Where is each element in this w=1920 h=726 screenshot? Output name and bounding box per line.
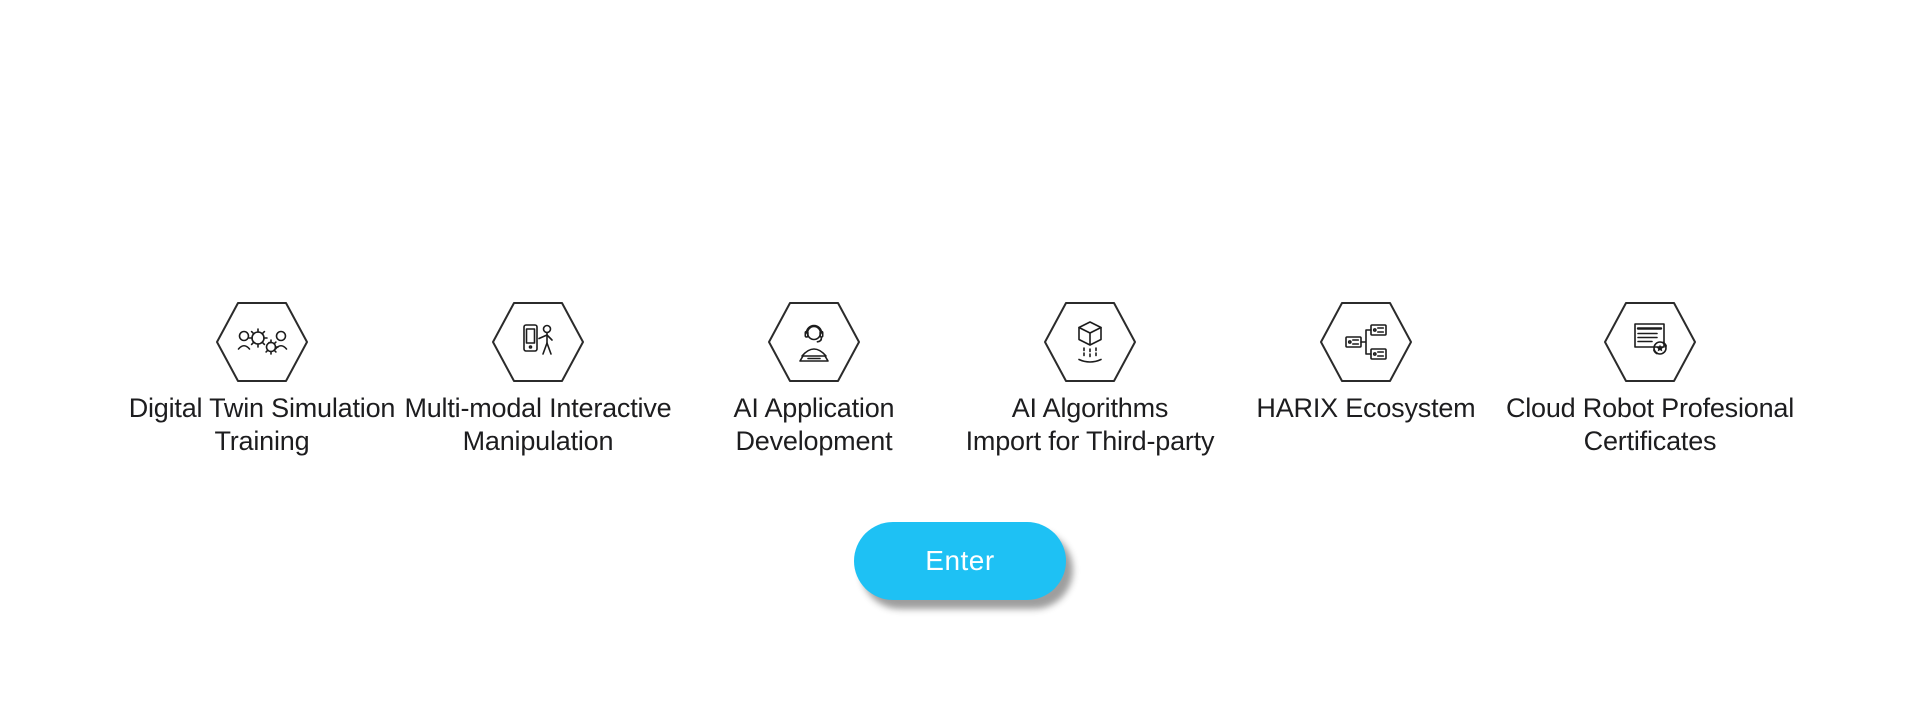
feature-label-line: HARIX Ecosystem	[1256, 393, 1476, 423]
multimodal-manipulation-icon	[491, 302, 584, 382]
digital-twin-icon	[215, 302, 308, 382]
feature-label-line: Manipulation	[462, 426, 614, 456]
feature-label-line: Development	[735, 426, 893, 456]
feature-label: Digital Twin Simulation Training	[129, 392, 396, 458]
enter-button[interactable]: Enter	[854, 522, 1066, 600]
feature-label-line: Import for Third-party	[965, 426, 1215, 456]
algorithm-import-icon	[1043, 302, 1136, 382]
feature-label-line: Training	[214, 426, 310, 456]
feature-digital-twin-simulation-training: Digital Twin Simulation Training	[126, 300, 398, 458]
ai-app-development-icon	[767, 302, 860, 382]
feature-label: Multi-modal Interactive Manipulation	[404, 392, 671, 458]
feature-ai-application-development: AI Application Development	[678, 300, 950, 458]
features-row: Digital Twin Simulation Training Mul	[126, 300, 1794, 458]
certificate-icon	[1603, 302, 1696, 382]
feature-label-line: AI Application	[733, 393, 895, 423]
feature-label: HARIX Ecosystem	[1256, 392, 1475, 425]
feature-label: AI Algorithms Import for Third-party	[966, 392, 1215, 458]
feature-label-line: AI Algorithms	[1011, 393, 1169, 423]
feature-label-line: Digital Twin Simulation	[128, 393, 396, 423]
harix-ecosystem-icon	[1319, 302, 1412, 382]
feature-harix-ecosystem: HARIX Ecosystem	[1230, 300, 1502, 425]
feature-ai-algorithms-import: AI Algorithms Import for Third-party	[954, 300, 1226, 458]
feature-label: Cloud Robot Profesional Certificates	[1506, 392, 1794, 458]
enter-button-container: Enter	[0, 522, 1920, 600]
feature-label-line: Multi-modal Interactive	[404, 393, 672, 423]
feature-cloud-robot-certificates: Cloud Robot Profesional Certificates	[1506, 300, 1794, 458]
feature-label-line: Cloud Robot Profesional	[1505, 393, 1795, 423]
feature-multimodal-interactive-manipulation: Multi-modal Interactive Manipulation	[402, 300, 674, 458]
feature-label: AI Application Development	[734, 392, 895, 458]
feature-label-line: Certificates	[1583, 426, 1717, 456]
